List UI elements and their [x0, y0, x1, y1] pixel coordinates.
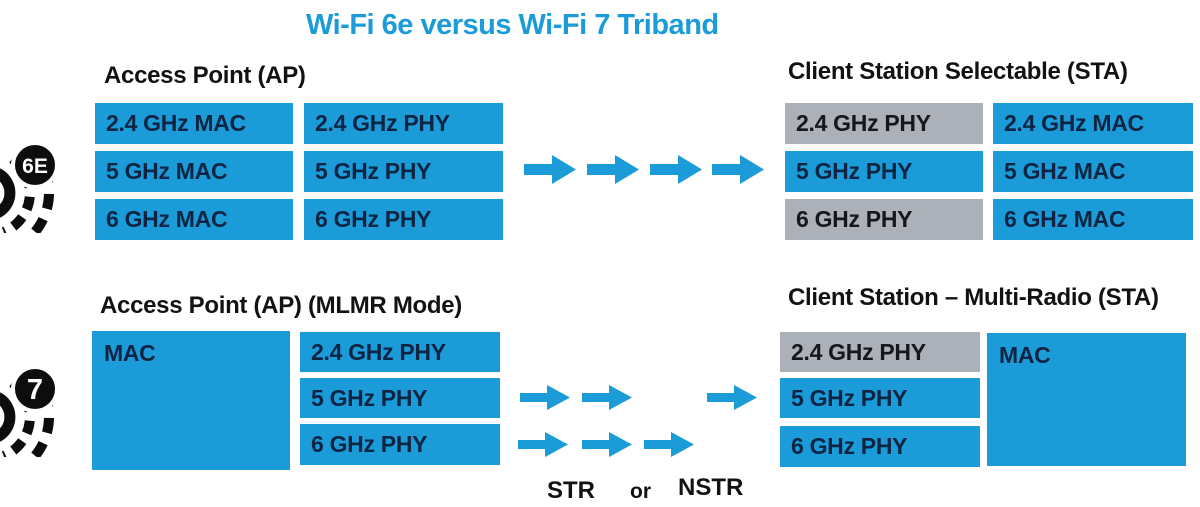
ap7-6ghz-phy-box: 6 GHz PHY [300, 424, 500, 465]
right-arrow-icon [582, 385, 632, 410]
right-arrow-icon [650, 155, 702, 184]
sta6e-24ghz-mac-box: 2.4 GHz MAC [993, 103, 1193, 144]
sta7-6ghz-phy-box: 6 GHz PHY [780, 426, 980, 467]
ap7-5ghz-phy-box: 5 GHz PHY [300, 378, 500, 418]
wifi-7-icon-label: 7 [27, 374, 43, 406]
wifi-6e-icon-label: 6E [22, 155, 48, 178]
right-arrow-icon [587, 155, 639, 184]
sta6e-24ghz-phy-box: 2.4 GHz PHY [785, 103, 983, 144]
wifi-6e-icon: 6E [0, 141, 59, 248]
ap6e-6ghz-phy-box: 6 GHz PHY [304, 199, 503, 240]
wifi-7-icon: 7 [0, 365, 59, 472]
sta-6e-heading: Client Station Selectable (STA) [788, 58, 1128, 85]
ap6e-6ghz-mac-box: 6 GHz MAC [95, 199, 293, 240]
right-arrow-icon [518, 432, 568, 457]
right-arrow-icon [712, 155, 764, 184]
ap6e-24ghz-mac-box: 2.4 GHz MAC [95, 103, 293, 144]
str-label: STR [547, 477, 595, 504]
sta6e-6ghz-mac-box: 6 GHz MAC [993, 199, 1193, 240]
sta6e-6ghz-phy-box: 6 GHz PHY [785, 199, 983, 240]
right-arrow-icon [520, 385, 570, 410]
or-label: or [630, 480, 651, 503]
sta7-mac-box: MAC [987, 333, 1186, 466]
ap6e-24ghz-phy-box: 2.4 GHz PHY [304, 103, 503, 144]
sta6e-5ghz-phy-box: 5 GHz PHY [785, 151, 983, 192]
diagram-title: Wi-Fi 6e versus Wi-Fi 7 Triband [306, 9, 719, 41]
right-arrow-icon [582, 432, 632, 457]
ap-7-heading: Access Point (AP) (MLMR Mode) [100, 292, 462, 319]
ap6e-5ghz-phy-box: 5 GHz PHY [304, 151, 503, 192]
right-arrow-icon [644, 432, 694, 457]
ap7-24ghz-phy-box: 2.4 GHz PHY [300, 332, 500, 372]
sta7-5ghz-phy-box: 5 GHz PHY [780, 378, 980, 418]
right-arrow-icon [524, 155, 576, 184]
nstr-label: NSTR [678, 474, 744, 501]
ap7-mac-box: MAC [92, 331, 290, 470]
sta6e-5ghz-mac-box: 5 GHz MAC [993, 151, 1193, 192]
right-arrow-icon [707, 385, 757, 410]
ap-6e-heading: Access Point (AP) [104, 62, 306, 89]
sta-7-heading: Client Station – Multi-Radio (STA) [788, 284, 1159, 311]
ap6e-5ghz-mac-box: 5 GHz MAC [95, 151, 293, 192]
sta7-24ghz-phy-box: 2.4 GHz PHY [780, 332, 980, 372]
